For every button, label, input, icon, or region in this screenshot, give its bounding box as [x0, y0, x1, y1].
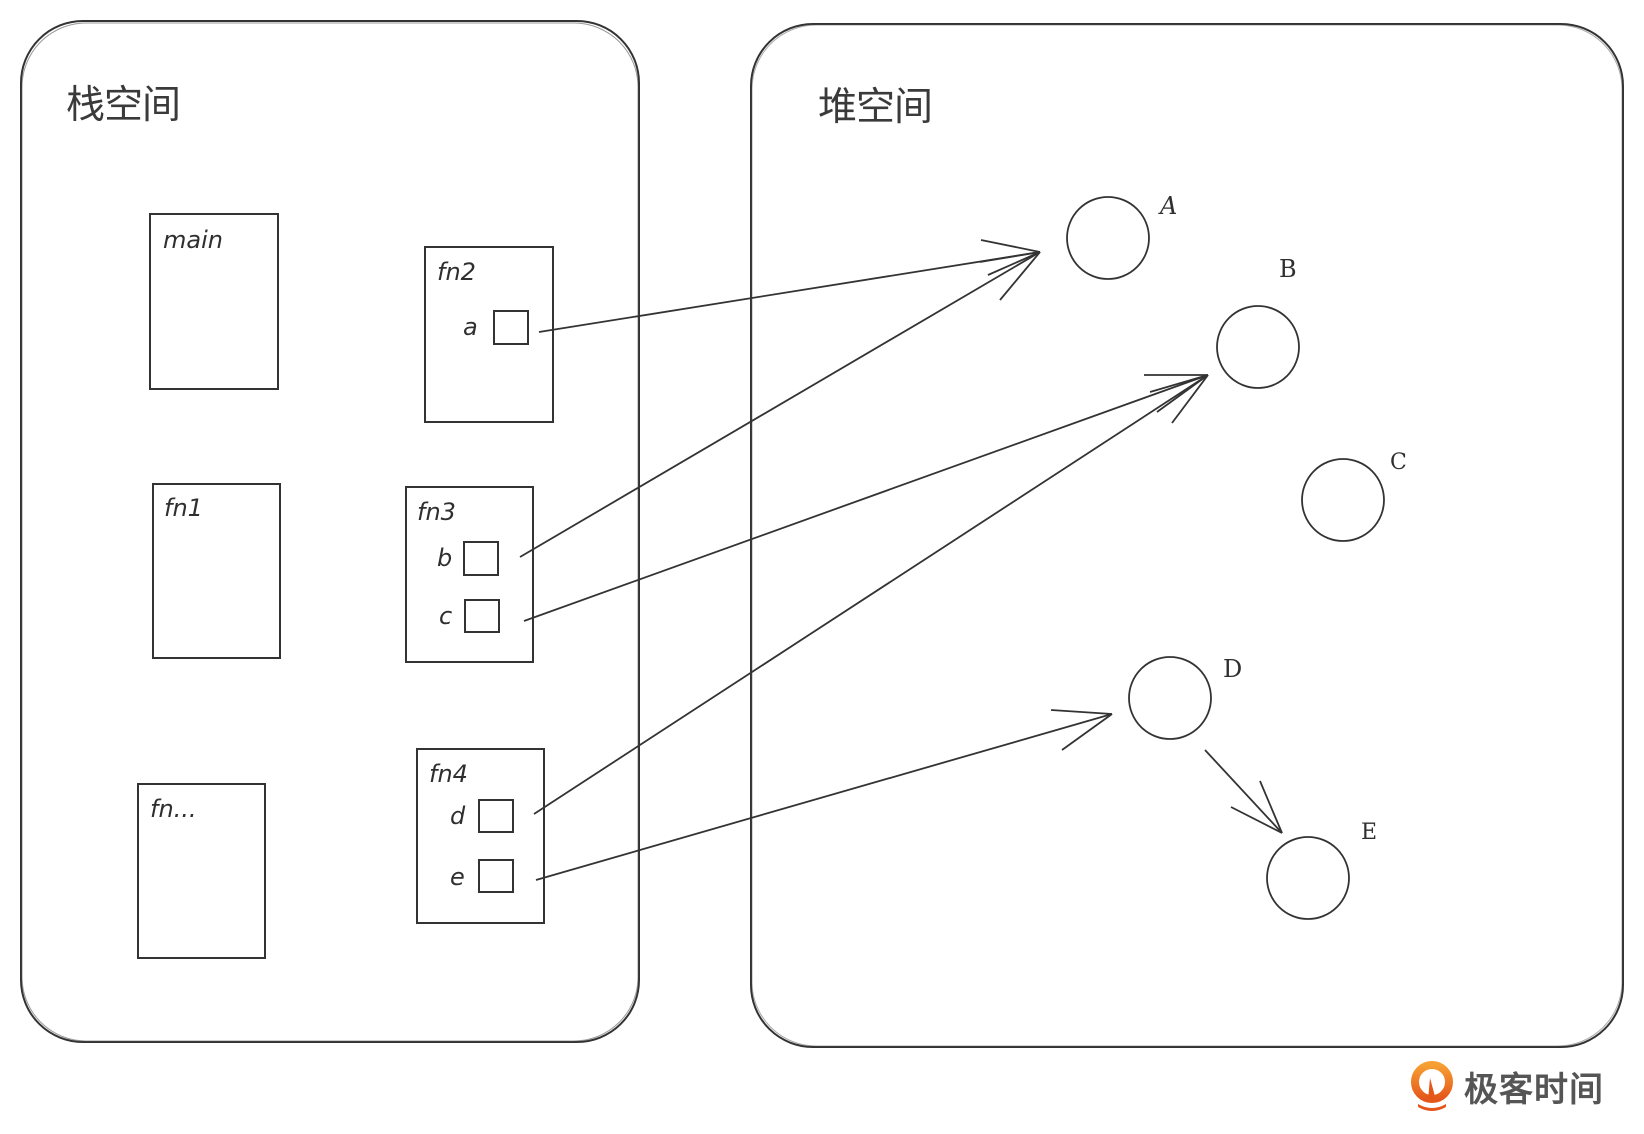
arrow-b-to-A: [519, 251, 1041, 558]
frame-label-fn1: fn1: [164, 494, 203, 522]
var-label-c: c: [439, 602, 453, 630]
var-slot-a: [493, 310, 529, 345]
var-slot-b: [463, 541, 499, 576]
frame-label-fn-more: fn...: [150, 795, 197, 823]
var-slot-c: [464, 599, 500, 633]
heap-label-b: B: [1279, 255, 1297, 283]
stack-frame-main: [149, 213, 279, 390]
stack-frame-fn4: [416, 748, 545, 924]
watermark-text: 极客时间: [1464, 1070, 1604, 1110]
heap-object-e: [1266, 836, 1350, 920]
heap-label-a: A: [1160, 192, 1178, 220]
heap-region-title: 堆空间: [818, 85, 933, 130]
var-slot-d: [478, 799, 514, 833]
heap-label-e: E: [1361, 820, 1378, 845]
var-label-a: a: [463, 313, 478, 341]
stack-frame-fn3: [405, 486, 534, 663]
stack-frame-fn2: [424, 246, 554, 423]
stack-region-title: 栈空间: [66, 83, 181, 128]
heap-label-c: C: [1390, 450, 1407, 475]
arrow-D-to-E: [1204, 749, 1283, 834]
watermark: 极客时间: [1412, 1062, 1604, 1111]
frame-label-fn3: fn3: [417, 498, 456, 526]
var-label-d: d: [450, 802, 466, 830]
geektime-logo-icon: [1411, 1061, 1453, 1111]
frame-label-fn2: fn2: [437, 258, 476, 286]
arrow-e-to-D: [535, 709, 1113, 881]
arrow-c-to-B: [523, 374, 1209, 622]
var-label-e: e: [450, 863, 465, 891]
heap-object-c: [1301, 458, 1385, 542]
logo-icon-spacer: [1412, 1065, 1456, 1109]
arrow-d-to-B: [533, 374, 1209, 815]
heap-object-d: [1128, 656, 1212, 740]
arrow-a-to-A: [538, 239, 1041, 333]
stack-frame-fn-more: [137, 783, 266, 959]
frame-label-main: main: [163, 226, 223, 254]
var-slot-e: [478, 859, 514, 893]
heap-object-a: [1066, 196, 1150, 280]
heap-region: [750, 23, 1624, 1048]
stack-frame-fn1: [152, 483, 281, 659]
frame-label-fn4: fn4: [429, 760, 468, 788]
stack-region: [20, 20, 640, 1043]
var-label-b: b: [437, 544, 453, 572]
heap-object-b: [1216, 305, 1300, 389]
heap-label-d: D: [1223, 655, 1243, 683]
